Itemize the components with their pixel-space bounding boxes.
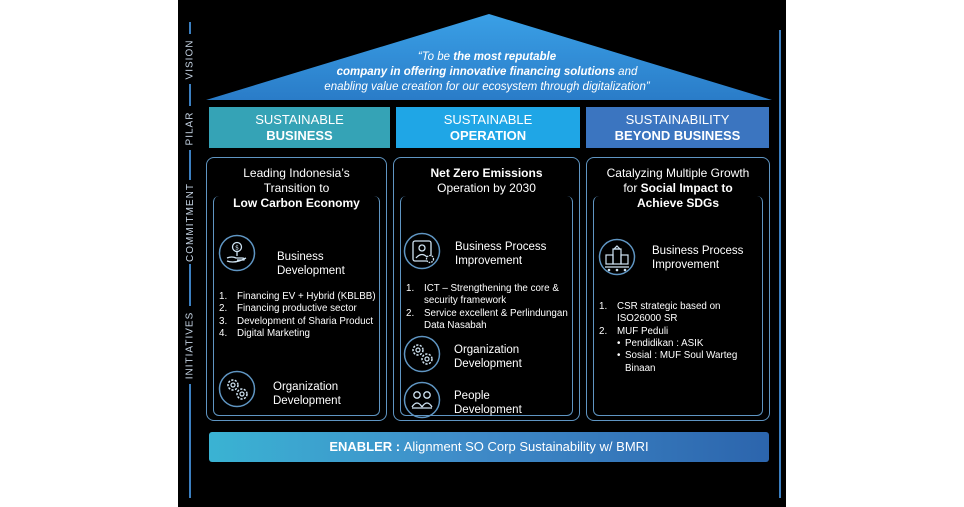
initiative-sublist-muf-peduli: Pendidikan : ASIK Sosial : MUF Soul Wart… — [617, 338, 762, 375]
commitment-text: Leading Indonesia’s Transition to Low Ca… — [233, 166, 360, 210]
gears-icon — [218, 370, 256, 408]
sustainability-framework-diagram: VISION PILAR COMMITMENT INITIATIVES “To … — [178, 0, 786, 507]
axis-label-vision: VISION — [184, 39, 196, 79]
pillar-box-sustainability-beyond-business: Catalyzing Multiple Growth for Social Im… — [586, 157, 770, 421]
list-item: 1.Financing EV + Hybrid (KBLBB) — [219, 291, 376, 302]
process-gear-person-icon — [403, 232, 441, 270]
money-plant-hand-icon: $ — [218, 234, 256, 272]
people-icon — [403, 381, 441, 419]
pillar-box-sustainable-operation: Net Zero Emissions Operation by 2030 Bus… — [393, 157, 580, 421]
axis-line-commit-init — [189, 264, 191, 306]
enabler-bar: ENABLER : Alignment SO Corp Sustainabili… — [209, 432, 769, 462]
list-item: Sosial : MUF Soul Warteg Binaan — [617, 350, 762, 375]
list-item: 2.Service excellent & Perlindungan Data … — [406, 307, 568, 331]
pillar-box-sustainable-business: Leading Indonesia’s Transition to Low Ca… — [206, 157, 387, 421]
list-item: 4.Digital Marketing — [219, 327, 310, 339]
list-item: 2.MUF Peduli — [599, 325, 669, 337]
axis-line-top — [189, 22, 191, 34]
axis-line-vision-pilar — [189, 84, 191, 106]
list-item: 1.CSR strategic based on ISO26000 SR — [599, 301, 721, 325]
list-item: Pendidikan : ASIK — [617, 338, 762, 351]
axis-line-bottom — [189, 384, 191, 498]
commitment-text: Net Zero Emissions Operation by 2030 — [430, 166, 543, 195]
list-item: 3.Development of Sharia Product — [219, 315, 374, 327]
initiatives-box — [213, 196, 380, 416]
list-item: 1.ICT – Strengthening the core & securit… — [406, 283, 559, 307]
list-item: 2.Financing productive sector — [219, 303, 357, 315]
vision-statement: “To be the most reputable company in off… — [324, 51, 650, 93]
initiative-list-operation: 1.ICT – Strengthening the core & securit… — [406, 283, 578, 332]
community-buildings-icon — [598, 238, 636, 276]
initiative-list-beyond-business: 1.CSR strategic based on ISO26000 SR 2.M… — [599, 301, 749, 338]
initiative-list-business: 1.Financing EV + Hybrid (KBLBB) 2.Financ… — [219, 291, 381, 340]
gears-icon — [403, 335, 441, 373]
commitment-text: Catalyzing Multiple Growth for Social Im… — [606, 166, 750, 210]
svg-text:$: $ — [235, 244, 239, 251]
axis-label-initiatives: INITIATIVES — [184, 311, 196, 379]
initiatives-box — [593, 196, 763, 416]
axis-line-pilar-commit — [189, 150, 191, 180]
initiatives-box — [400, 196, 573, 416]
axis-line-right — [779, 30, 781, 498]
axis-label-commitment: COMMITMENT — [184, 182, 196, 262]
axis-label-pilar: PILAR — [184, 111, 196, 145]
vision-roof — [206, 14, 772, 100]
